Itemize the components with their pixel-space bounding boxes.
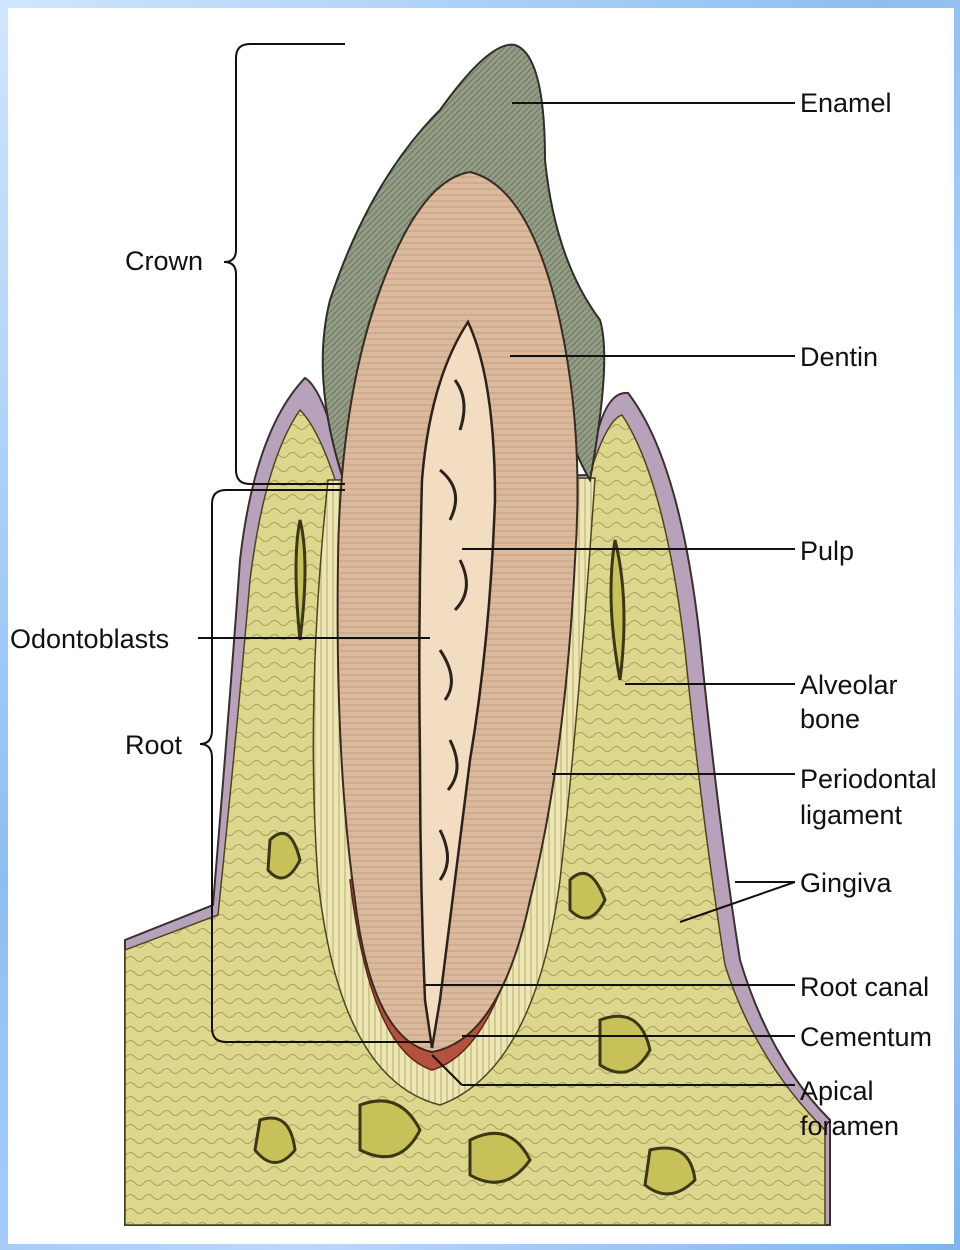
label-crown: Crown xyxy=(125,246,203,276)
label-alveolar-line2: bone xyxy=(800,704,860,734)
label-apical-line2: foramen xyxy=(800,1111,899,1141)
label-root: Root xyxy=(125,730,183,760)
label-periodontal-line2: ligament xyxy=(800,800,903,830)
label-gingiva: Gingiva xyxy=(800,868,893,898)
label-enamel: Enamel xyxy=(800,88,892,118)
label-cementum: Cementum xyxy=(800,1022,932,1052)
label-pulp: Pulp xyxy=(800,536,854,566)
label-odontoblasts: Odontoblasts xyxy=(10,624,169,654)
label-dentin: Dentin xyxy=(800,342,878,372)
label-alveolar-line1: Alveolar xyxy=(800,670,898,700)
label-apical-line1: Apical xyxy=(800,1076,874,1106)
label-periodontal-line1: Periodontal xyxy=(800,764,937,794)
label-root-canal: Root canal xyxy=(800,972,929,1002)
